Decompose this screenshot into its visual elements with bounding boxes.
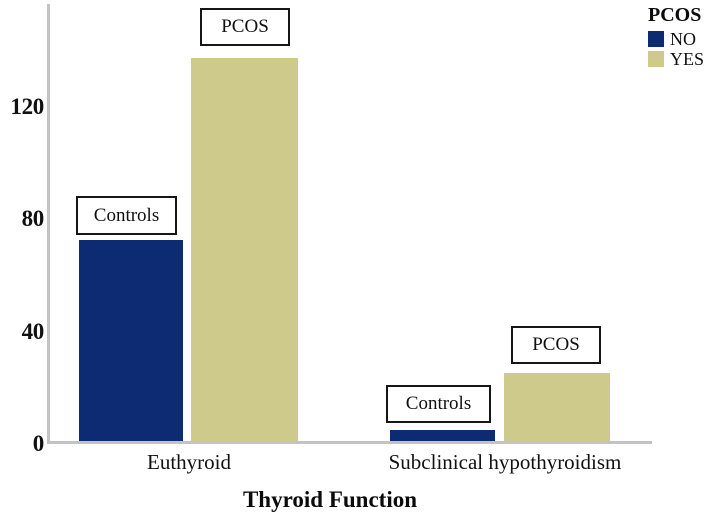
callout-subclinical-yes: PCOS [511, 326, 601, 364]
legend-swatch-no-icon [648, 31, 664, 47]
y-tick-label-40: 40 [21, 319, 45, 344]
y-tick-label-0: 0 [32, 431, 45, 456]
callout-subclinical-no: Controls [386, 385, 491, 423]
y-axis-line [47, 4, 50, 444]
x-axis-line [47, 441, 652, 444]
x-category-label-euthyroid: Euthyroid [147, 450, 231, 474]
y-tick-label-80: 80 [21, 206, 45, 231]
bar-subclinical-no[interactable] [390, 430, 495, 441]
legend-title: PCOS [648, 4, 702, 26]
y-tick-label-120: 120 [10, 94, 44, 119]
x-axis-title: Thyroid Function [242, 487, 418, 512]
callout-euthyroid-no: Controls [76, 196, 177, 235]
legend-item-no[interactable]: NO [648, 30, 716, 48]
legend-label-no: NO [670, 29, 696, 49]
legend-label-yes: YES [670, 49, 705, 69]
callout-euthyroid-yes: PCOS [200, 8, 290, 46]
bar-euthyroid-no[interactable] [79, 240, 183, 441]
legend-swatch-yes-icon [648, 51, 664, 67]
legend-item-yes[interactable]: YES [648, 50, 716, 68]
bar-euthyroid-yes[interactable] [191, 58, 298, 441]
bar-subclinical-yes[interactable] [504, 373, 610, 441]
legend: PCOS NO YES [648, 4, 716, 70]
x-category-label-subclinical: Subclinical hypothyroidism [388, 450, 622, 474]
